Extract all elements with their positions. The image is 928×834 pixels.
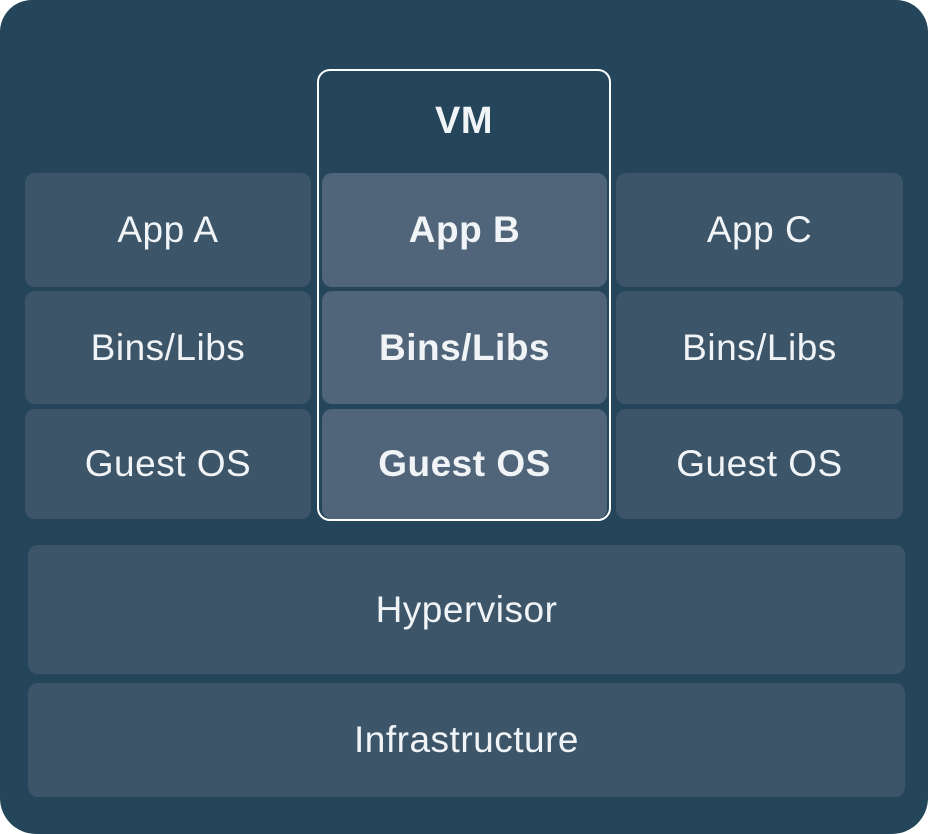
cell-app-b-vm: App B	[322, 173, 607, 287]
layer-hypervisor: Hypervisor	[28, 545, 905, 674]
layer-infrastructure: Infrastructure	[28, 683, 905, 797]
cell-guest-os-b-vm: Guest OS	[322, 409, 607, 519]
cell-bins-libs-b-vm: Bins/Libs	[322, 291, 607, 404]
cell-guest-os-a: Guest OS	[25, 409, 311, 519]
cell-bins-libs-c: Bins/Libs	[616, 291, 903, 404]
cell-app-c: App C	[616, 173, 903, 287]
cell-bins-libs-a: Bins/Libs	[25, 291, 311, 404]
cell-app-a: App A	[25, 173, 311, 287]
cell-guest-os-c: Guest OS	[616, 409, 903, 519]
vm-group-label: VM	[435, 99, 493, 142]
vm-group-outline	[317, 69, 611, 521]
